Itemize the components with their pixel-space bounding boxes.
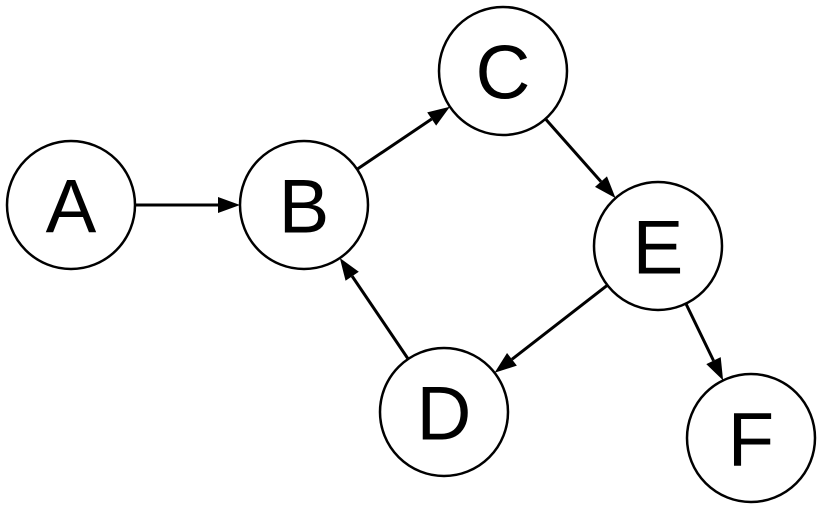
arrowhead-icon	[494, 352, 517, 373]
node-d: D	[378, 346, 510, 478]
edge-b-c	[356, 106, 450, 171]
node-circle	[5, 139, 137, 271]
edge-line	[544, 117, 603, 183]
node-circle	[378, 346, 510, 478]
edge-line	[511, 284, 609, 361]
node-label: F	[728, 398, 774, 483]
node-b: B	[238, 139, 370, 271]
node-label: E	[633, 206, 684, 291]
node-circle	[238, 139, 370, 271]
node-label: B	[279, 165, 330, 250]
edge-e-f	[684, 302, 724, 381]
node-c: C	[437, 5, 569, 137]
edge-a-b	[135, 197, 240, 213]
edge-line	[356, 117, 433, 171]
edge-d-b	[339, 258, 410, 360]
edges-layer	[135, 106, 724, 381]
edge-line	[350, 275, 410, 360]
node-circle	[437, 5, 569, 137]
edge-c-e	[544, 117, 616, 199]
arrowhead-icon	[218, 197, 240, 213]
arrowhead-icon	[594, 176, 616, 199]
node-e: E	[592, 180, 724, 312]
node-circle	[685, 372, 817, 504]
edge-line	[684, 302, 715, 362]
arrowhead-icon	[427, 106, 450, 126]
node-a: A	[5, 139, 137, 271]
node-label: A	[46, 165, 97, 250]
node-label: C	[476, 31, 531, 116]
node-label: D	[417, 372, 472, 457]
node-circle	[592, 180, 724, 312]
arrowhead-icon	[339, 258, 359, 281]
nodes-layer: A B C D E F	[5, 5, 817, 504]
node-f: F	[685, 372, 817, 504]
edge-e-d	[494, 284, 609, 373]
arrowhead-icon	[706, 357, 724, 381]
